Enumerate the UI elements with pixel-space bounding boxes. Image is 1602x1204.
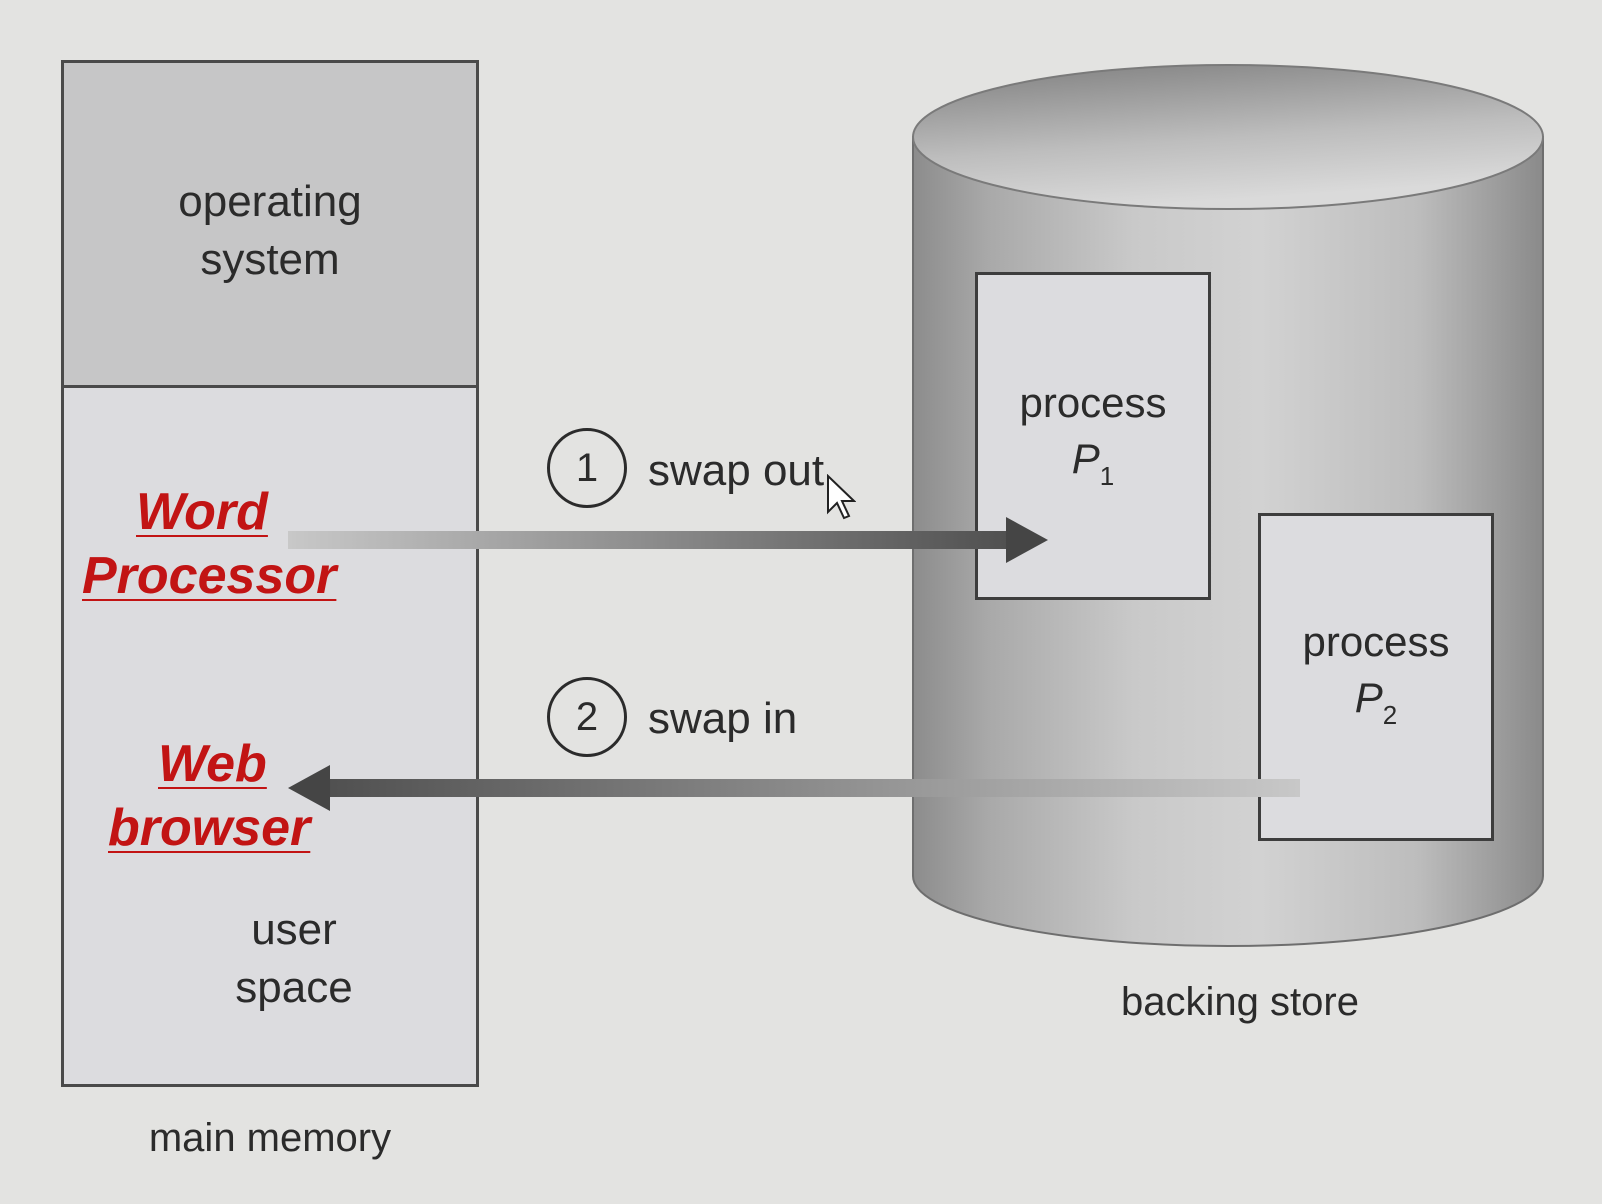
main-memory-label: main memory — [148, 1116, 392, 1160]
process-p1-subscript: 1 — [1099, 461, 1115, 491]
process-p1-var: P — [1071, 435, 1100, 482]
mouse-cursor-icon — [827, 474, 856, 520]
browser-label: browser — [108, 799, 311, 857]
main-memory-block: operating system user space — [61, 60, 479, 1087]
swap-out-label: swap out — [648, 446, 825, 495]
operating-system-label: operating system — [64, 173, 476, 289]
step-1-circle: 1 — [547, 428, 627, 508]
word-label: Word — [136, 483, 268, 541]
process-p2-subscript: 2 — [1382, 700, 1398, 730]
swap-out-arrow — [288, 517, 1048, 563]
os-label-line-2: system — [200, 235, 340, 284]
user-space-label: user space — [204, 901, 384, 1017]
web-label: Web — [158, 735, 267, 793]
processor-label: Processor — [82, 547, 337, 605]
process-p2-name: process — [1302, 618, 1450, 665]
process-p2-var: P — [1354, 674, 1383, 721]
backing-store-label: backing store — [1121, 980, 1359, 1024]
swap-in-arrow — [288, 765, 1300, 811]
step-2-circle: 2 — [547, 677, 627, 757]
process-p2-id: P2 — [1261, 670, 1491, 743]
operating-system-region: operating system — [64, 63, 476, 388]
process-p1-id: P1 — [978, 431, 1208, 504]
user-space-line-1: user — [251, 905, 337, 954]
user-space-line-2: space — [235, 963, 353, 1012]
os-label-line-1: operating — [178, 177, 362, 226]
swap-in-label: swap in — [648, 694, 798, 743]
process-p1-name: process — [1019, 379, 1167, 426]
